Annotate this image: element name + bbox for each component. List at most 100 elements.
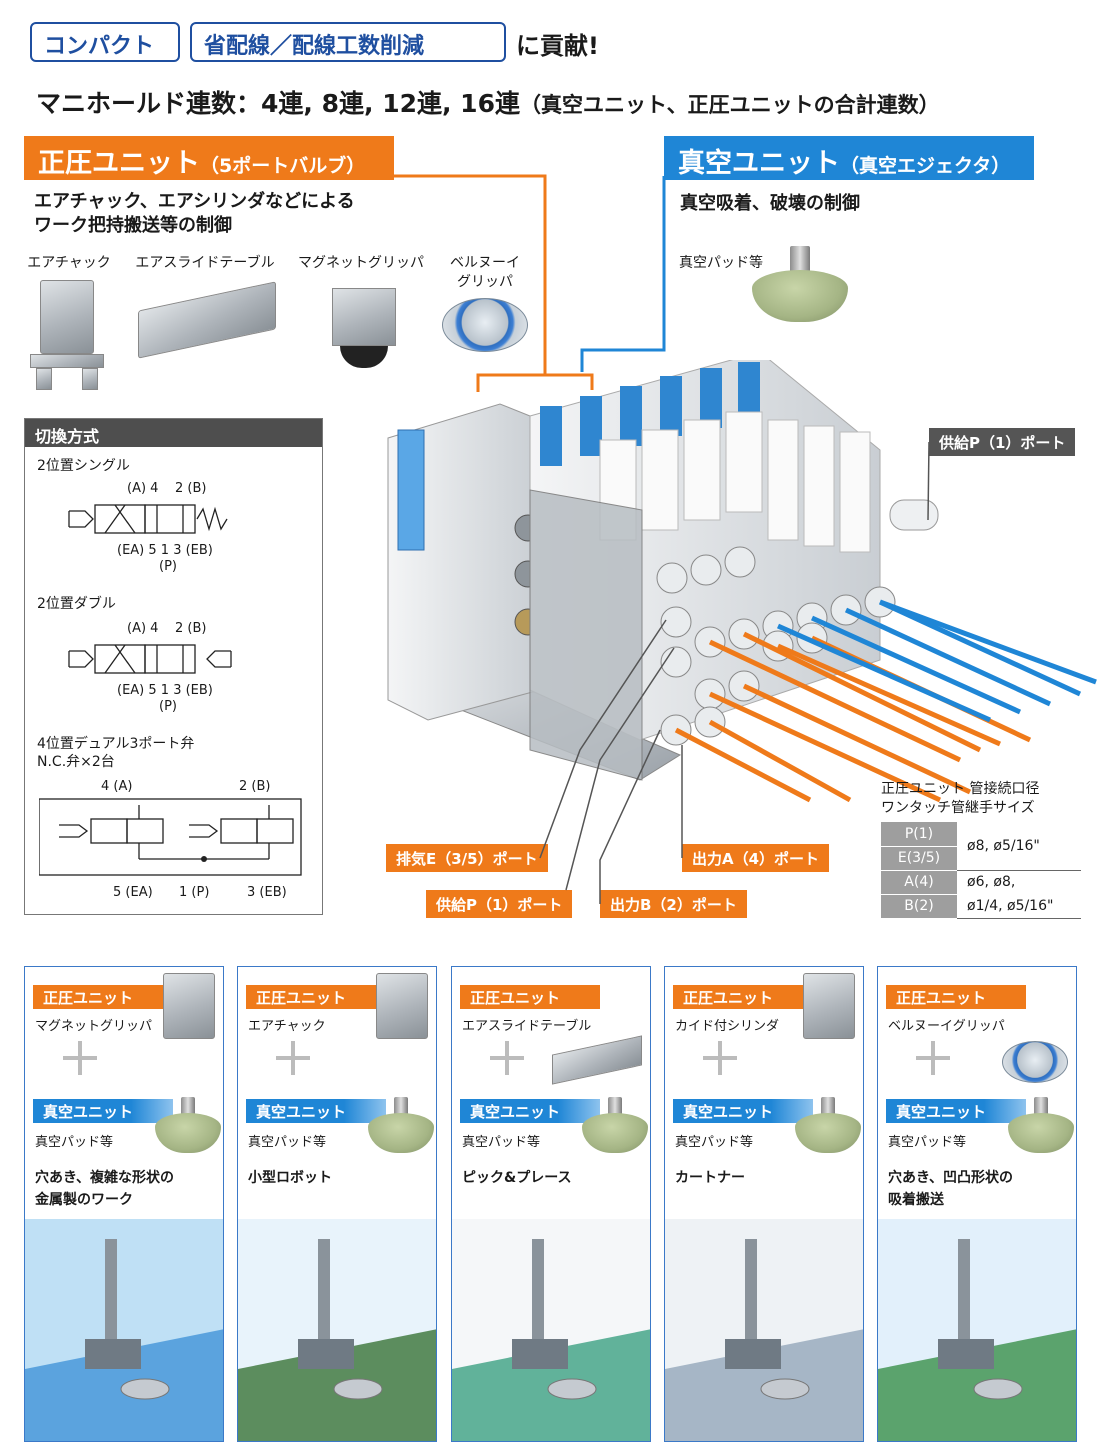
bernoulli-gripper-image xyxy=(442,298,528,352)
callout-leader-lines xyxy=(539,441,930,904)
positive-unit-banner: 正圧ユニット（5ポートバルブ） xyxy=(24,136,394,180)
size-table: P(1)ø8, ø5/16" E(3/5) A(4)ø6, ø8, B(2)ø1… xyxy=(881,822,1081,919)
switching-method-box: 切換方式 2位置シングル (A) 4 2 (B) (EA) 5 1 3 (EB)… xyxy=(24,418,323,915)
card-vacuum-badge: 真空ユニット xyxy=(460,1099,600,1123)
callout-supply-p: 供給P（1）ポート xyxy=(426,890,573,918)
header-tail: に貢献! xyxy=(516,32,599,60)
card-vacuum-badge: 真空ユニット xyxy=(33,1099,173,1123)
card-positive-badge: 正圧ユニット xyxy=(886,985,1026,1009)
callout-output-b: 出力B（2）ポート xyxy=(600,890,747,918)
subtitle-main: マニホールド連数：4連, 8連, 12連, 16連 xyxy=(36,89,520,118)
dual-label: 4位置デュアル3ポート弁 xyxy=(37,736,195,752)
card-scene-illustration xyxy=(878,1219,1076,1441)
size-h-a: A(4) xyxy=(881,870,957,895)
double-bottom-p: (P) xyxy=(159,699,177,714)
magnet-gripper-image xyxy=(326,288,402,372)
air-chuck-image xyxy=(26,280,108,392)
vacuum-unit-banner: 真空ユニット（真空エジェクタ） xyxy=(664,136,1034,180)
dual-label2: N.C.弁×2台 xyxy=(37,754,115,770)
card-positive-item: マグネットグリッパ xyxy=(35,1019,153,1034)
vacuum-pad-image xyxy=(752,246,848,322)
vacuum-unit-desc: 真空吸着、破壊の制御 xyxy=(680,193,860,214)
card-vacuum-pad-image xyxy=(1006,1097,1076,1157)
card-positive-item-image xyxy=(376,973,428,1039)
card-application: カートナー xyxy=(675,1167,745,1189)
card-vacuum-item: 真空パッド等 xyxy=(35,1135,114,1150)
single-label: 2位置シングル xyxy=(37,458,130,474)
item-bernoulli: ベルヌーイ グリッパ xyxy=(440,254,530,292)
dual-top-left: 4 (A) xyxy=(101,779,133,794)
size-h-p: P(1) xyxy=(881,822,957,847)
single-bottom-p: (P) xyxy=(159,559,177,574)
dual-b3: 3 (EB) xyxy=(247,885,287,900)
tag-compact-text: コンパクト xyxy=(44,34,155,59)
item-bernoulli-line1: ベルヌーイ xyxy=(450,255,520,271)
card-application: 穴あき、複雑な形状の金属製のワーク xyxy=(35,1167,174,1211)
dual-b2: 1 (P) xyxy=(179,885,210,900)
card-positive-badge: 正圧ユニット xyxy=(246,985,386,1009)
size-h-b: B(2) xyxy=(881,894,957,919)
card-scene-illustration xyxy=(25,1219,223,1441)
manifold-illustration xyxy=(387,360,1097,803)
tag-wiring-text: 省配線／配線工数削減 xyxy=(204,34,425,59)
card-vacuum-item: 真空パッド等 xyxy=(675,1135,754,1150)
card-application-line2: 金属製のワーク xyxy=(35,1192,133,1208)
card-positive-item-image xyxy=(803,973,855,1039)
card-vacuum-pad-image xyxy=(366,1097,436,1157)
application-card: 正圧ユニットエアスライドテーブル真空ユニット真空パッド等ピック&プレース xyxy=(451,966,651,1442)
callout-output-a: 出力A（4）ポート xyxy=(682,844,830,872)
double-bottom: (EA) 5 1 3 (EB) xyxy=(117,683,213,698)
card-scene-illustration xyxy=(238,1219,436,1441)
card-positive-item-image xyxy=(163,973,215,1039)
positive-desc-line1: エアチャック、エアシリンダなどによる xyxy=(34,191,355,212)
card-application-line1: カートナー xyxy=(675,1170,745,1186)
positive-desc-line2: ワーク把持搬送等の制御 xyxy=(34,215,232,236)
application-card: 正圧ユニットマグネットグリッパ真空ユニット真空パッド等穴あき、複雑な形状の金属製… xyxy=(24,966,224,1442)
card-application: 小型ロボット xyxy=(248,1167,332,1189)
card-application-line1: 小型ロボット xyxy=(248,1170,332,1186)
card-positive-item: エアスライドテーブル xyxy=(462,1019,592,1034)
card-vacuum-badge: 真空ユニット xyxy=(246,1099,386,1123)
card-positive-item-image xyxy=(1002,1041,1068,1083)
card-vacuum-badge: 真空ユニット xyxy=(673,1099,813,1123)
card-positive-badge: 正圧ユニット xyxy=(33,985,173,1009)
card-positive-badge: 正圧ユニット xyxy=(460,985,600,1009)
single-top-right: 2 (B) xyxy=(175,481,207,496)
item-magnet-gripper: マグネットグリッパ xyxy=(298,255,424,271)
size-table-title2: ワンタッチ管継手サイズ xyxy=(881,800,1035,816)
item-air-slide: エアスライドテーブル xyxy=(135,255,275,271)
card-positive-item: エアチャック xyxy=(248,1019,326,1034)
item-bernoulli-line2: グリッパ xyxy=(457,274,513,290)
application-card: 正圧ユニットベルヌーイグリッパ真空ユニット真空パッド等穴あき、凹凸形状の吸着搬送 xyxy=(877,966,1077,1442)
card-application-line1: ピック&プレース xyxy=(462,1170,572,1186)
double-valve-symbol xyxy=(68,644,232,674)
single-valve-symbol xyxy=(68,504,228,534)
double-top-left: (A) 4 xyxy=(127,621,159,636)
card-vacuum-pad-image xyxy=(153,1097,223,1157)
banner-connector-lines xyxy=(394,174,666,392)
card-vacuum-item: 真空パッド等 xyxy=(462,1135,541,1150)
card-application: 穴あき、凹凸形状の吸着搬送 xyxy=(888,1167,1013,1211)
dual-valve-symbol xyxy=(39,798,302,876)
tag-compact: コンパクト xyxy=(30,22,180,62)
card-positive-item: カイド付シリンダ xyxy=(675,1019,780,1034)
card-application: ピック&プレース xyxy=(462,1167,572,1189)
single-top-left: (A) 4 xyxy=(127,481,159,496)
size-table-title1: 正圧ユニット 管接続口径 xyxy=(881,781,1040,797)
vacuum-unit-note: （真空エジェクタ） xyxy=(840,155,1011,177)
card-vacuum-badge: 真空ユニット xyxy=(886,1099,1026,1123)
plus-icon xyxy=(490,1041,524,1075)
card-vacuum-pad-image xyxy=(580,1097,650,1157)
card-vacuum-item: 真空パッド等 xyxy=(888,1135,967,1150)
card-application-line1: 穴あき、複雑な形状の xyxy=(35,1170,175,1186)
card-application-line2: 吸着搬送 xyxy=(888,1192,944,1208)
positive-unit-desc: エアチャック、エアシリンダなどによる ワーク把持搬送等の制御 xyxy=(34,190,355,238)
positive-unit-note: （5ポートバルブ） xyxy=(200,155,366,177)
application-card: 正圧ユニットカイド付シリンダ真空ユニット真空パッド等カートナー xyxy=(664,966,864,1442)
double-top-right: 2 (B) xyxy=(175,621,207,636)
card-vacuum-item: 真空パッド等 xyxy=(248,1135,327,1150)
double-label: 2位置ダブル xyxy=(37,596,116,612)
callout-supply-p-right: 供給P（1）ポート xyxy=(929,428,1076,456)
dual-top-right: 2 (B) xyxy=(239,779,271,794)
card-vacuum-pad-image xyxy=(793,1097,863,1157)
